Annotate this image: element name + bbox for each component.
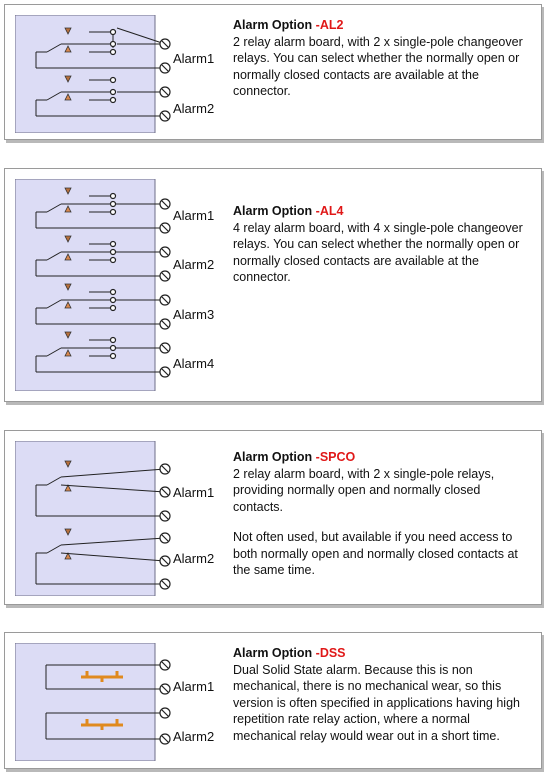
- relay-arrow-icon: [64, 93, 72, 101]
- option-code: -DSS: [315, 646, 346, 660]
- option-code: -SPCO: [315, 450, 356, 464]
- relay-alarm1: [35, 27, 165, 69]
- relay-arrow-icon: [64, 301, 72, 309]
- relay-arrow-icon: [64, 235, 72, 243]
- terminal-block: [116, 27, 171, 122]
- alarm-label: Alarm2: [173, 551, 214, 566]
- screw-terminal-icon: [159, 578, 171, 590]
- solid-state-switch-icon: [81, 671, 123, 682]
- relay-arrow-icon: [64, 484, 72, 492]
- screw-terminal-icon: [159, 294, 171, 306]
- alarm-board-panel: [15, 643, 156, 761]
- solid-state-switch-alarm2: [45, 712, 165, 740]
- relay-alarm1: [35, 460, 166, 517]
- screw-terminal-icon: [159, 270, 171, 282]
- alarm-label: Alarm2: [173, 257, 214, 272]
- relay-arrow-icon: [64, 27, 72, 35]
- option-text: Alarm Option -AL2 2 relay alarm board, w…: [233, 17, 525, 100]
- relay-alarm2: [35, 235, 165, 277]
- option-description: Dual Solid State alarm. Because this is …: [233, 662, 520, 743]
- relay-arrow-icon: [64, 331, 72, 339]
- screw-terminal-icon: [159, 318, 171, 330]
- relay-arrow-icon: [64, 528, 72, 536]
- screw-terminal-icon: [159, 659, 171, 671]
- alarm-label: Alarm2: [173, 101, 214, 116]
- alarm-label: Alarm2: [173, 729, 214, 744]
- alarm-label: Alarm3: [173, 307, 214, 322]
- option-description: 4 relay alarm board, with 4 x single-pol…: [233, 220, 523, 285]
- screw-terminal-icon: [159, 683, 171, 695]
- option-title: Alarm Option -AL4: [233, 204, 344, 218]
- relay-arrow-icon: [64, 349, 72, 357]
- option-title: Alarm Option -AL2: [233, 18, 344, 32]
- option-card-dss: Alarm1 Alarm2 Alarm Option -DSS Dual Sol…: [4, 632, 542, 769]
- relay-alarm3: [35, 283, 165, 325]
- option-title: Alarm Option -SPCO: [233, 450, 356, 464]
- relay-arrow-icon: [64, 552, 72, 560]
- option-code: -AL2: [315, 18, 344, 32]
- screw-terminal-icon: [159, 222, 171, 234]
- relay-alarm2: [35, 528, 166, 585]
- screw-terminal-icon: [159, 555, 171, 567]
- alarm-label: Alarm1: [173, 679, 214, 694]
- screw-terminal-icon: [159, 110, 171, 122]
- screw-terminal-icon: [159, 38, 171, 50]
- relay-arrow-icon: [64, 45, 72, 53]
- option-card-al2: Alarm1 Alarm2 Alarm Option -AL2 2 relay …: [4, 4, 542, 140]
- terminal-block: [159, 463, 171, 590]
- relay-alarm4: [35, 331, 165, 373]
- relay-arrow-icon: [64, 283, 72, 291]
- relay-diagram-dss: Alarm1 Alarm2: [15, 643, 214, 761]
- relay-alarm1: [35, 187, 165, 229]
- relay-diagram-spco: Alarm1 Alarm2: [15, 441, 214, 596]
- screw-terminal-icon: [159, 246, 171, 258]
- screw-terminal-icon: [159, 486, 171, 498]
- screw-terminal-icon: [159, 707, 171, 719]
- terminal-block: [159, 198, 171, 378]
- option-title: Alarm Option -DSS: [233, 646, 346, 660]
- option-text: Alarm Option -SPCO 2 relay alarm board, …: [233, 449, 525, 579]
- alarm-label: Alarm4: [173, 356, 214, 371]
- screw-terminal-icon: [159, 510, 171, 522]
- relay-diagram-al4: Alarm1 Alarm2 Alarm3 Alarm4: [15, 179, 214, 391]
- relay-arrow-icon: [64, 205, 72, 213]
- relay-arrow-icon: [64, 75, 72, 83]
- solid-state-switch-icon: [81, 719, 123, 730]
- alarm-board-panel: [15, 441, 156, 596]
- screw-terminal-icon: [159, 733, 171, 745]
- relay-alarm2: [35, 75, 165, 117]
- option-card-spco: Alarm1 Alarm2 Alarm Option -SPCO 2 relay…: [4, 430, 542, 605]
- alarm-label: Alarm1: [173, 208, 214, 223]
- screw-terminal-icon: [159, 198, 171, 210]
- screw-terminal-icon: [159, 62, 171, 74]
- screw-terminal-icon: [159, 532, 171, 544]
- solid-state-switch-alarm1: [45, 664, 165, 690]
- terminal-block: [159, 659, 171, 745]
- option-card-al4: Alarm1 Alarm2 Alarm3 Alarm4 Alarm Option…: [4, 168, 542, 402]
- option-code: -AL4: [315, 204, 344, 218]
- alarm-label: Alarm1: [173, 51, 214, 66]
- alarm-board-panel: [15, 15, 156, 133]
- relay-arrow-icon: [64, 460, 72, 468]
- screw-terminal-icon: [159, 366, 171, 378]
- option-text: Alarm Option -AL4 4 relay alarm board, w…: [233, 203, 525, 286]
- alarm-label: Alarm1: [173, 485, 214, 500]
- option-description: 2 relay alarm board, with 2 x single-pol…: [233, 466, 495, 514]
- screw-terminal-icon: [159, 342, 171, 354]
- relay-arrow-icon: [64, 253, 72, 261]
- option-description: 2 relay alarm board, with 2 x single-pol…: [233, 34, 523, 99]
- option-text: Alarm Option -DSS Dual Solid State alarm…: [233, 645, 525, 744]
- relay-diagram-al2: Alarm1 Alarm2: [15, 15, 214, 133]
- option-note: Not often used, but available if you nee…: [233, 530, 518, 577]
- screw-terminal-icon: [159, 86, 171, 98]
- relay-arrow-icon: [64, 187, 72, 195]
- screw-terminal-icon: [159, 463, 171, 475]
